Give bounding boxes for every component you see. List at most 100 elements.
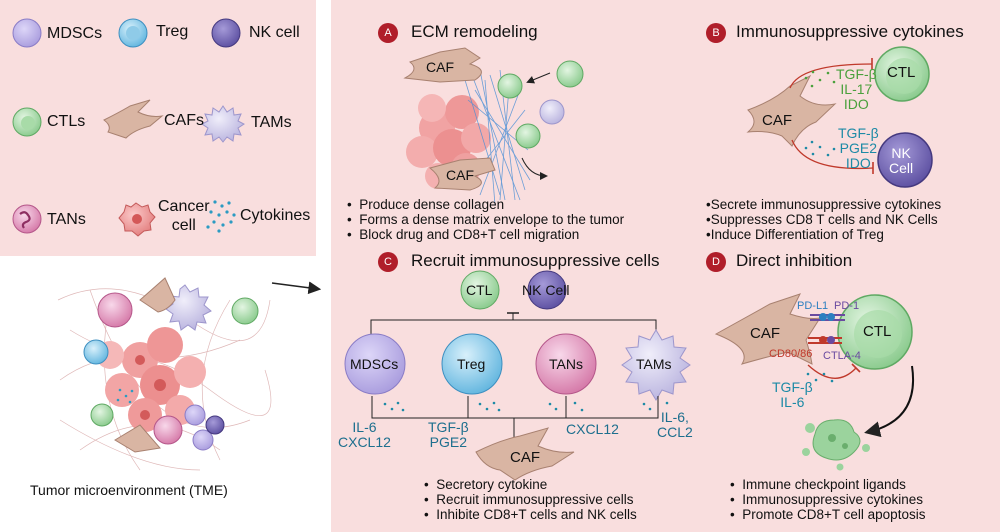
- panel-b-inhibit-top: [789, 63, 873, 89]
- panel-c-treg-label: Treg: [457, 356, 486, 372]
- panel-c-bullet-3: • Inhibite CD8+T cells and NK cells: [424, 507, 637, 522]
- panel-d-caf: [714, 293, 822, 365]
- panel-d-arrow: [864, 365, 914, 438]
- panel-c-bullet-1: • Secretory cytokine: [424, 477, 548, 492]
- panel-b-bullet-3: •Induce Differentiation of Treg: [706, 227, 884, 242]
- panel-c-cytokines-mdscs: IL-6 CXCL12: [338, 419, 391, 450]
- panel-a-ctl: [497, 73, 523, 99]
- panel-c-tans-label: TANs: [549, 356, 583, 372]
- panel-c-ctl: [460, 270, 500, 310]
- panel-b-badge: B: [706, 23, 726, 43]
- tme-caf: [139, 277, 176, 313]
- panel-b-cytokines-bottom: TGF-β PGE2 IDO: [838, 125, 879, 171]
- panel-c-badge: C: [378, 252, 398, 272]
- panel-b-caf-label: CAF: [762, 112, 792, 129]
- nk-cell-icon: [211, 18, 241, 48]
- panel-c-title: Recruit immunosuppressive cells: [411, 251, 660, 270]
- panel-d-pdl1-label: PD-L1: [797, 300, 829, 312]
- checkpoint-receptors: [808, 313, 845, 344]
- panel-b-cytokines-top: TGF-β IL-17 IDO: [836, 66, 877, 112]
- legend-icons: [12, 18, 245, 237]
- legend-label-cytokines: Cytokines: [240, 207, 311, 224]
- tme-ctl: [90, 403, 114, 427]
- panel-a-caf-top-label: CAF: [426, 59, 454, 75]
- tme-illustration: [57, 277, 322, 471]
- tan-icon: [12, 204, 42, 234]
- tme-tam: [165, 284, 212, 331]
- panel-c-cytokines-tans: CXCL12: [566, 421, 619, 437]
- panel-a-bullet-text: Forms a dense matrix envelope to the tum…: [359, 212, 625, 227]
- tme-cancer-cell: [147, 327, 183, 363]
- legend-label-cafs: CAFs: [164, 112, 204, 129]
- cytokines-icon: [206, 200, 236, 233]
- panel-d-inhibit: [807, 364, 857, 379]
- legend-label-mdscs: MDSCs: [47, 25, 103, 42]
- panel-d-ctl-label: CTL: [863, 323, 892, 340]
- panel-d-bullet-2: • Immunosuppressive cytokines: [730, 492, 924, 507]
- tme-cancer-cell: [174, 356, 206, 388]
- tme-ctl: [231, 297, 259, 325]
- panel-a-caf-top: [403, 47, 482, 83]
- panel-c-nk-cell: [527, 270, 567, 310]
- panel-c-caf: [475, 427, 575, 481]
- panel-a-arrow: [521, 157, 548, 180]
- panel-a-bullet-text: Produce dense collagen: [359, 197, 505, 212]
- legend-label-tans: TANs: [47, 211, 86, 228]
- tam-icon: [201, 105, 245, 143]
- panel-d-cytokines: TGF-β IL-6: [772, 379, 813, 410]
- caf-icon: [103, 99, 164, 139]
- tme-nk-cell: [205, 415, 225, 435]
- panel-b-inhibit-bottom: [791, 139, 874, 170]
- panel-d-illustration: [714, 293, 914, 471]
- panel-a-badge: A: [378, 23, 398, 43]
- panel-d-caf-label: CAF: [750, 325, 780, 342]
- panel-c-ctl-label: CTL: [466, 282, 493, 298]
- panel-c-mdscs: [344, 333, 406, 395]
- panel-a-title: ECM remodeling: [411, 22, 538, 41]
- panel-d-bullet-text: Immunosuppressive cytokines: [742, 492, 924, 507]
- tme-mdsc: [184, 404, 206, 426]
- panel-d-bullet-text: Promote CD8+T cell apoptosis: [742, 507, 926, 522]
- tme-cancer-cell: [105, 373, 139, 407]
- legend-label-nk-cell: NK cell: [249, 24, 300, 41]
- tme-mdsc: [192, 429, 214, 451]
- tme-arrow: [271, 281, 322, 295]
- panel-b-bullet-text: Induce Differentiation of Treg: [710, 227, 884, 242]
- panel-a-bullet-2: • Forms a dense matrix envelope to the t…: [347, 212, 625, 227]
- mdsc-icon: [12, 18, 42, 48]
- panel-d-bullet-1: • Immune checkpoint ligands: [730, 477, 906, 492]
- panel-a-mdsc: [539, 99, 565, 125]
- tme-caption: Tumor microenvironment (TME): [30, 482, 228, 498]
- legend-label-treg: Treg: [156, 23, 189, 40]
- panel-c-tams-label: TAMs: [636, 356, 672, 372]
- panel-c-tams: [621, 329, 691, 401]
- legend-label-cancer-cell: Cancer cell: [158, 198, 210, 234]
- panel-a-caf-bottom: [428, 157, 496, 191]
- panel-a-bullet-text: Block drug and CD8+T cell migration: [359, 227, 580, 242]
- panel-a-caf-bottom-label: CAF: [446, 167, 474, 183]
- panel-b-bullet-text: Suppresses CD8 T cells and NK Cells: [710, 212, 938, 227]
- panel-c-caf-label: CAF: [510, 449, 540, 466]
- panel-c-tans: [535, 333, 597, 395]
- panel-b-title: Immunosuppressive cytokines: [736, 22, 964, 41]
- panel-a-ctl: [515, 123, 541, 149]
- legend-label-tams: TAMs: [251, 114, 292, 131]
- panel-b-ctl-label: CTL: [887, 64, 916, 81]
- tme-caf: [114, 424, 161, 453]
- panel-d-pd1-label: PD-1: [834, 300, 860, 312]
- panel-b-illustration: [746, 46, 933, 188]
- tme-treg: [83, 339, 109, 365]
- panel-d-bullet-3: • Promote CD8+T cell apoptosis: [730, 507, 926, 522]
- panel-c-treg: [441, 333, 503, 395]
- panel-c-nk-label: NK Cell: [522, 282, 570, 298]
- panel-a-bullet-3: • Block drug and CD8+T cell migration: [347, 227, 580, 242]
- panel-c-bullet-text: Inhibite CD8+T cells and NK cells: [436, 507, 637, 522]
- panel-d-bullet-text: Immune checkpoint ligands: [742, 477, 906, 492]
- panel-d-ctla4-label: CTLA-4: [823, 350, 861, 362]
- panel-d-cd80-label: CD80/86: [769, 348, 813, 360]
- panel-c-bullet-text: Recruit immunosuppressive cells: [436, 492, 634, 507]
- panel-b-nk-cell: [877, 132, 933, 188]
- apoptotic-cell: [802, 419, 870, 471]
- panel-b-bullet-2: •Suppresses CD8 T cells and NK Cells: [706, 212, 938, 227]
